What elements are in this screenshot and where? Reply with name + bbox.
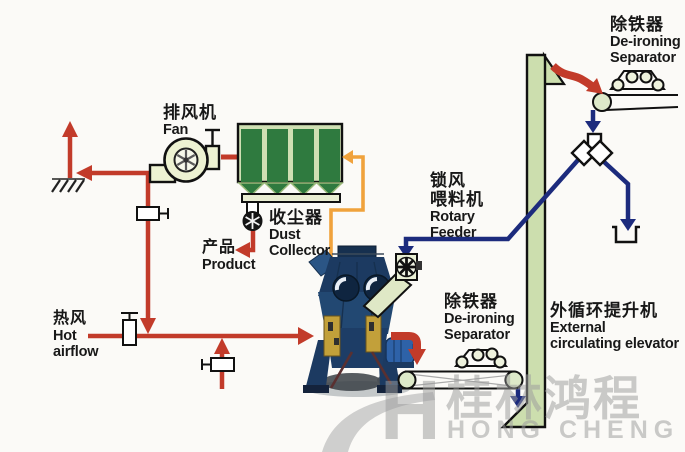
deironing-top-label-en2: Separator	[610, 50, 676, 66]
feed-chute	[362, 272, 413, 319]
deironing-top-label: 除铁器 De-ironing Separator	[610, 15, 681, 66]
rotary-feeder-label-en2: Feeder	[430, 225, 477, 241]
vent-ground-icon	[51, 178, 85, 193]
dust-collector-label-zh: 收尘器	[269, 208, 323, 227]
rotary-feeder-label-zh2: 喂料机	[430, 190, 484, 209]
deironing-top-label-en1: De-ironing	[610, 34, 681, 50]
product-label-en: Product	[202, 257, 256, 273]
bottom-conveyor	[397, 370, 524, 390]
damper-valve-recirculation	[136, 206, 169, 221]
hot-airflow-label-en1: Hot	[53, 328, 77, 344]
hot-air-arrowheads	[62, 121, 314, 354]
rotary-feeder-label: 锁风 喂料机 Rotary Feeder	[430, 171, 484, 241]
material-flow-arrowheads	[398, 121, 636, 408]
dust-collector-label: 收尘器 Dust Collector	[269, 208, 330, 259]
dust-collector-label-en2: Collector	[269, 243, 331, 259]
dust-collector-icon	[236, 122, 344, 231]
elevator-label: 外循环提升机 External circulating elevator	[550, 301, 679, 352]
product-label: 产品 Product	[202, 239, 256, 273]
deironing-top-label-zh: 除铁器	[610, 15, 664, 34]
fan-label: 排风机 Fan	[163, 103, 217, 138]
fan-icon	[148, 128, 221, 184]
damper-valve-fresh-air	[201, 357, 235, 372]
dust-collector-label-en1: Dust	[269, 227, 301, 243]
rotary-feeder-label-zh1: 锁风	[430, 171, 466, 190]
elevator-label-en1: External	[550, 320, 606, 336]
y-splitter-icon	[570, 132, 614, 167]
mill-air-duct	[329, 150, 365, 264]
mill-discharge-arrow	[391, 332, 426, 365]
deironing-bottom-label: 除铁器 De-ironing Separator	[444, 292, 515, 343]
rotary-feeder-icon	[395, 253, 422, 281]
rotary-feeder-label-en1: Rotary	[430, 209, 475, 225]
hot-airflow-label-zh: 热风	[53, 310, 88, 327]
damper-valve-hot-air	[121, 312, 138, 346]
elevator-label-en2: circulating elevator	[550, 336, 679, 352]
waste-container-icon	[612, 225, 640, 244]
deironing-bottom-label-en2: Separator	[444, 327, 510, 343]
product-label-zh: 产品	[202, 239, 237, 256]
fan-label-zh: 排风机	[163, 103, 217, 122]
deironing-separator-top-icon	[609, 70, 666, 92]
hot-airflow-label-en2: airflow	[53, 344, 99, 360]
hot-airflow-label: 热风 Hot airflow	[53, 310, 99, 360]
deironing-bottom-label-en1: De-ironing	[444, 311, 515, 327]
elevator-label-zh: 外循环提升机	[550, 301, 658, 320]
deironing-bottom-label-zh: 除铁器	[444, 292, 498, 311]
top-belt	[592, 92, 679, 112]
deironing-separator-bottom-icon	[453, 347, 509, 369]
fan-label-en: Fan	[163, 122, 189, 138]
elevator-discharge-arrow	[550, 63, 603, 94]
